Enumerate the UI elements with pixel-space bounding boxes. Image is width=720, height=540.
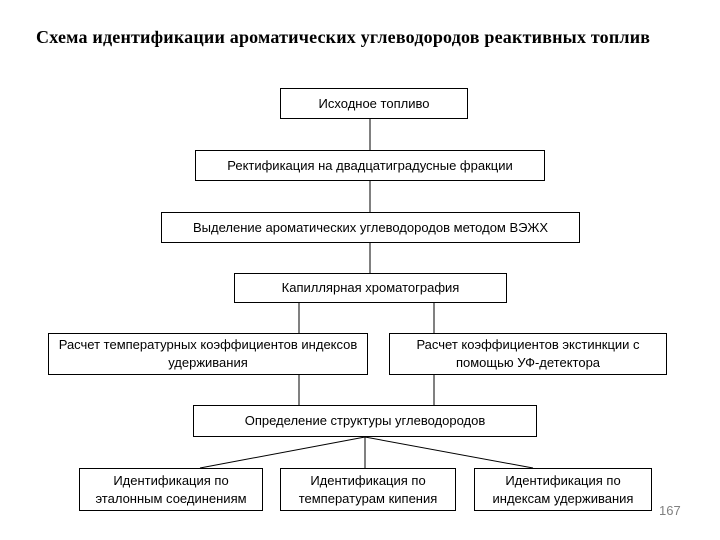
slide-title: Схема идентификации ароматических углево… — [36, 27, 651, 47]
node-id-reference-compounds: Идентификация по эталонным соединениям — [79, 468, 263, 511]
node-temperature-coefficients: Расчет температурных коэффициентов индек… — [48, 333, 368, 375]
node-rectification: Ректификация на двадцатиградусные фракци… — [195, 150, 545, 181]
connector-structure-to-id-retention — [364, 436, 534, 469]
node-extinction-coefficients: Расчет коэффициентов экстинкции с помощь… — [389, 333, 667, 375]
page-number: 167 — [659, 503, 681, 518]
node-source-fuel: Исходное топливо — [280, 88, 468, 119]
node-structure-determination: Определение структуры углеводородов — [193, 405, 537, 437]
node-id-boiling-points: Идентификация по температурам кипения — [280, 468, 456, 511]
node-id-retention-indices: Идентификация по индексам удерживания — [474, 468, 652, 511]
node-capillary-chromatography: Капиллярная хроматография — [234, 273, 507, 303]
connector-structure-to-id-reference — [199, 436, 366, 469]
node-hplc-isolation: Выделение ароматических углеводородов ме… — [161, 212, 580, 243]
